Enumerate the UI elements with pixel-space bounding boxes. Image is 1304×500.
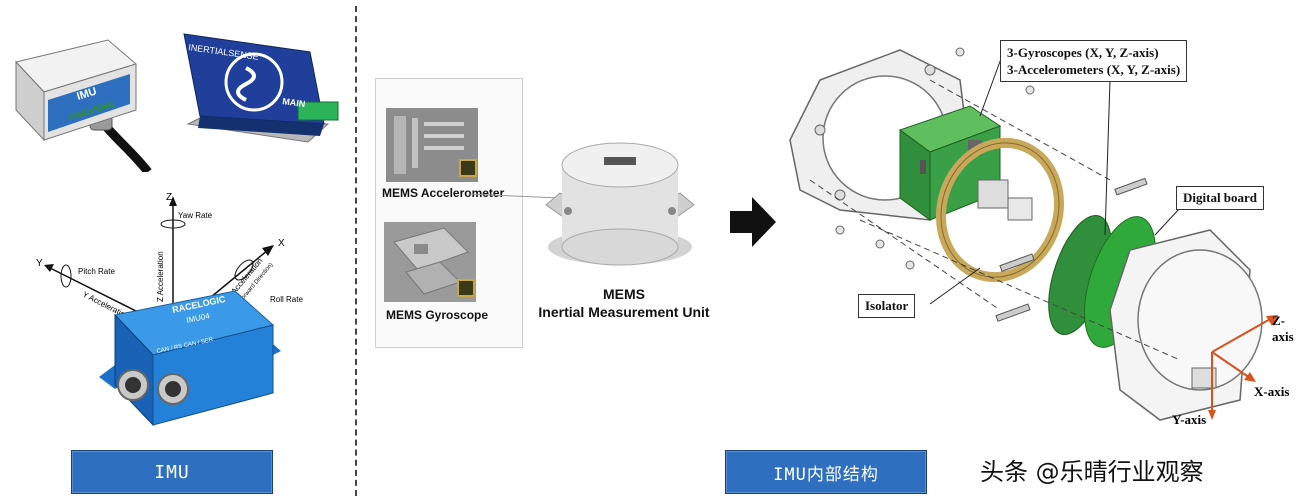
mems-accelerometer-label: MEMS Accelerometer bbox=[382, 186, 505, 200]
connector-lines bbox=[470, 193, 561, 199]
mems-unit-title-line2: Inertial Measurement Unit bbox=[538, 304, 710, 320]
axis-y-label: Y bbox=[36, 258, 43, 269]
z-acceleration-label: Z Acceleration bbox=[156, 251, 165, 302]
mems-accelerometer-image bbox=[386, 108, 478, 182]
mems-imu-unit-image bbox=[545, 142, 695, 266]
isolator-callout: Isolator bbox=[858, 294, 916, 318]
callout-gyroscopes: 3-Gyroscopes (X, Y, Z-axis) bbox=[1007, 45, 1159, 60]
gyro-accel-callout: 3-Gyroscopes (X, Y, Z-axis) 3-Accelerome… bbox=[1000, 40, 1188, 82]
imu-structure-label: IMU内部结构 bbox=[725, 450, 927, 494]
watermark-text: 头条 @乐晴行业观察 bbox=[980, 458, 1204, 486]
pitch-rate-label: Pitch Rate bbox=[78, 267, 115, 276]
right-arrow-icon bbox=[730, 197, 776, 247]
imu-sensor-white-image: IMU RSENSING bbox=[15, 39, 152, 172]
inertialsense-main: MAIN bbox=[282, 96, 306, 109]
imu-label: IMU bbox=[71, 450, 273, 494]
callout-accelerometers: 3-Accelerometers (X, Y, Z-axis) bbox=[1007, 62, 1181, 77]
axis-x-label: X bbox=[278, 238, 285, 249]
axis-z-label: Z bbox=[166, 192, 172, 203]
digital-board-callout: Digital board bbox=[1176, 186, 1265, 210]
imu-exploded-view bbox=[789, 47, 1278, 421]
mems-gyroscope-label: MEMS Gyroscope bbox=[386, 308, 489, 322]
z-axis-label: Z-axis bbox=[1272, 313, 1294, 344]
vbox-imu-image: RACELOGIC IMU04 CAN / RS CAN / SER bbox=[99, 290, 281, 427]
imu-sensor-white-text: IMU bbox=[75, 85, 98, 102]
y-axis-label: Y-axis bbox=[1172, 412, 1207, 427]
roll-rate-label: Roll Rate bbox=[270, 295, 303, 304]
x-axis-label: X-axis bbox=[1254, 384, 1290, 399]
mems-gyroscope-image bbox=[384, 222, 476, 302]
yaw-rate-label: Yaw Rate bbox=[178, 211, 213, 220]
dashed-divider bbox=[355, 6, 357, 496]
mems-unit-title-line1: MEMS bbox=[603, 286, 645, 302]
inertialsense-sensor-image: INERTIALSENSE MAIN bbox=[183, 33, 339, 143]
